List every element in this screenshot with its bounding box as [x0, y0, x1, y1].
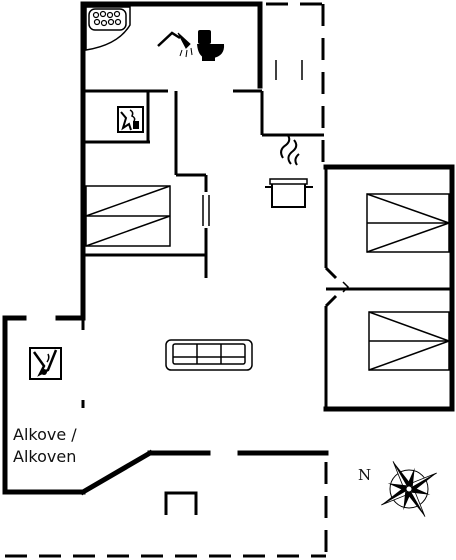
stove-icon: [265, 133, 313, 208]
compass-rose-icon: [381, 461, 437, 517]
fireplace-icon: [29, 347, 62, 380]
exterior-walls: [2, 1, 455, 496]
alcove-label-line2: Alkoven: [13, 447, 77, 466]
terrace-dashed-lines: [5, 2, 328, 560]
jacuzzi-icon: [85, 6, 131, 51]
single-bed-icon: [368, 311, 450, 371]
washing-machine-icon: [117, 106, 144, 133]
toilet-icon: [197, 30, 225, 61]
compass-north-label: N: [358, 466, 372, 484]
single-bed-icon: [366, 193, 450, 253]
sofa-icon: [165, 339, 253, 371]
window-markers: [202, 60, 350, 293]
shower-icon: [157, 31, 193, 58]
alcove-label-line1: Alkove /: [13, 425, 77, 444]
single-bed-icon: [85, 185, 171, 247]
alcove-label: Alkove / Alkoven: [13, 424, 77, 468]
